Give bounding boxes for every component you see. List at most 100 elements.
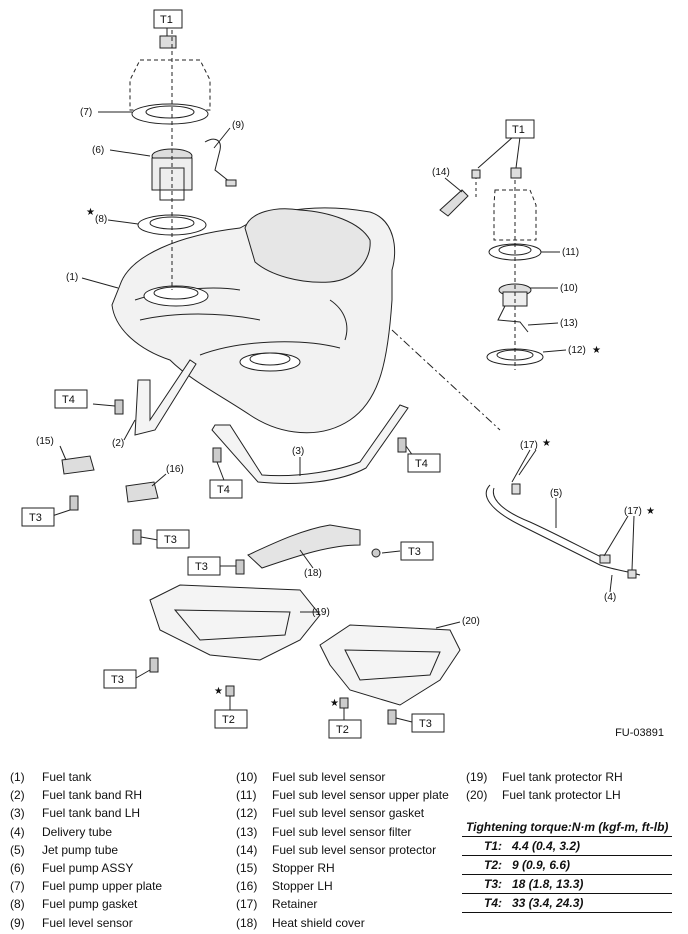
callout-12: (12)	[568, 345, 586, 356]
torque-tag-t3-a: T3	[29, 512, 42, 524]
legend-name: Fuel level sensor	[42, 915, 133, 930]
legend-num: (3)	[10, 806, 25, 821]
legend-item: (4)Delivery tube	[10, 823, 162, 841]
legend-name: Fuel tank	[42, 770, 92, 784]
legend-item: (3) Fuel tank band LH	[10, 804, 162, 822]
figure-id: FU-03891	[615, 727, 664, 739]
torque-tag-t4-a: T4	[62, 394, 75, 406]
legend-name: Fuel pump gasket	[42, 897, 138, 912]
callout-4: (4)	[604, 592, 616, 603]
star-t2-a: ★	[214, 686, 223, 697]
legend-num: (14)	[236, 842, 258, 857]
torque-tag-t1-a: T1	[160, 14, 173, 26]
legend-item: (1) Fuel tank	[10, 768, 162, 786]
torque-key: T4:	[484, 896, 502, 910]
legend-num: (20)	[466, 788, 488, 803]
legend-num: (8)	[10, 897, 25, 912]
legend-num: (17)	[236, 897, 258, 912]
torque-value: 9 (0.9, 6.6)	[512, 858, 571, 872]
legend-num: (15)	[236, 860, 258, 875]
fuel-level-sensor-part	[204, 138, 237, 187]
callout-10: (10)	[560, 283, 578, 294]
fuel-tank-protector-lh-part	[319, 624, 461, 706]
callout-6: (6)	[92, 145, 104, 156]
legend-item: (11)Fuel sub level sensor upper plate	[236, 786, 449, 804]
legend-name: Fuel sub level sensor protector	[272, 842, 437, 857]
callout-2: (2)	[112, 438, 124, 449]
delivery-tube-part	[485, 483, 641, 579]
torque-tag-t3-e: T3	[111, 674, 124, 686]
legend-name: Stopper LH	[272, 879, 333, 894]
legend-num: (12)	[236, 806, 258, 821]
callout-labels: (7) (6) (9) ★ (8) (1) (14) (11) (10) (13…	[36, 107, 655, 709]
callout-11: (11)	[562, 247, 579, 258]
legend-item: (2) Fuel tank band RH	[10, 786, 162, 804]
torque-value: 18 (1.8, 13.3)	[512, 877, 584, 891]
torque-tag-t3-f: T3	[419, 718, 432, 730]
callout-14: (14)	[432, 167, 450, 178]
callout-8: (8)	[95, 214, 107, 225]
torque-row: T3: 18 (1.8, 13.3)	[462, 875, 672, 894]
legend-name: Retainer	[272, 897, 318, 912]
callout-7: (7)	[80, 107, 92, 118]
legend-num: (19)	[466, 770, 488, 784]
legend-item: (5)Jet pump tube	[10, 841, 162, 859]
torque-tag-t3-c: T3	[195, 561, 208, 573]
fuel-tank-protector-rh-part	[149, 584, 321, 661]
torque-row: T2:9 (0.9, 6.6)	[462, 856, 672, 875]
legend-name: Fuel tank protector RH	[502, 770, 623, 784]
fuel-tank-part	[111, 207, 396, 434]
legend-name: Fuel pump ASSY	[42, 860, 134, 875]
legend-item: (12) Fuel sub level sensor gasket	[236, 804, 449, 822]
torque-heading: Tightening torque:N·m (kgf-m, ft-lb)	[462, 818, 672, 837]
star-t2-b: ★	[330, 698, 339, 709]
torque-tag-t3-b: T3	[164, 534, 177, 546]
torque-key: T3:	[484, 877, 502, 891]
legend-item: (13)Fuel sub level sensor filter	[236, 823, 449, 841]
legend-name: Fuel tank band LH	[42, 806, 141, 821]
callout-19: (19)	[312, 607, 330, 618]
legend-num: (13)	[236, 824, 258, 839]
callout-3: (3)	[292, 446, 304, 457]
legend-name: Fuel tank protector LH	[502, 788, 621, 803]
legend-column-2: (10) Fuel sub level sensor (11)Fuel sub l…	[236, 768, 449, 932]
stopper-rh-part	[61, 455, 95, 475]
callout-9: (9)	[232, 120, 244, 131]
legend-item: (19) Fuel tank protector RH	[466, 768, 623, 786]
callout-18: (18)	[304, 568, 322, 579]
legend-name: Fuel sub level sensor gasket	[272, 806, 425, 821]
legend-num: (16)	[236, 879, 258, 894]
star-8: ★	[86, 207, 95, 218]
legend-num: (10)	[236, 770, 258, 784]
legend-item: (7)Fuel pump upper plate	[10, 877, 162, 895]
legend-name: Fuel sub level sensor upper plate	[272, 788, 449, 803]
legend-item: (18) Heat shield cover	[236, 914, 449, 932]
callout-1: (1)	[66, 272, 78, 283]
legend-item: (20) Fuel tank protector LH	[466, 786, 623, 804]
legend-num: (1)	[10, 770, 25, 784]
legend-num: (4)	[10, 824, 25, 839]
legend-item: (15) Stopper RH	[236, 859, 449, 877]
callout-15: (15)	[36, 436, 54, 447]
star-17-b: ★	[646, 506, 655, 517]
torque-row: T4: 33 (3.4, 24.3)	[462, 894, 672, 913]
torque-boxes	[21, 9, 535, 739]
legend-item: (10) Fuel sub level sensor	[236, 768, 449, 786]
legend-num: (18)	[236, 915, 258, 930]
parts-legend: (1) Fuel tank (2) Fuel tank band RH (3) Fue…	[0, 768, 688, 934]
legend-name: Fuel pump upper plate	[42, 879, 163, 894]
legend-name: Fuel tank band RH	[42, 788, 143, 803]
exploded-diagram: T1 T1 T4 T4 T4 T3 T3 T3 T3 T3 T2 T2 T3 (…	[21, 9, 655, 739]
torque-value: 4.4 (0.4, 3.2)	[512, 839, 581, 853]
callout-13: (13)	[560, 318, 578, 329]
legend-name: Fuel sub level sensor	[272, 770, 386, 784]
torque-row: T1:4.4 (0.4, 3.2)	[462, 837, 672, 856]
legend-name: Heat shield cover	[272, 915, 365, 930]
fuel-pump-gasket-part	[137, 214, 207, 236]
legend-item: (17) Retainer	[236, 895, 449, 913]
torque-value: 33 (3.4, 24.3)	[512, 896, 584, 910]
legend-name: Stopper RH	[272, 860, 335, 875]
legend-item: (6)Fuel pump ASSY	[10, 859, 162, 877]
legend-num: (2)	[10, 788, 25, 803]
torque-tag-t2-a: T2	[222, 714, 235, 726]
